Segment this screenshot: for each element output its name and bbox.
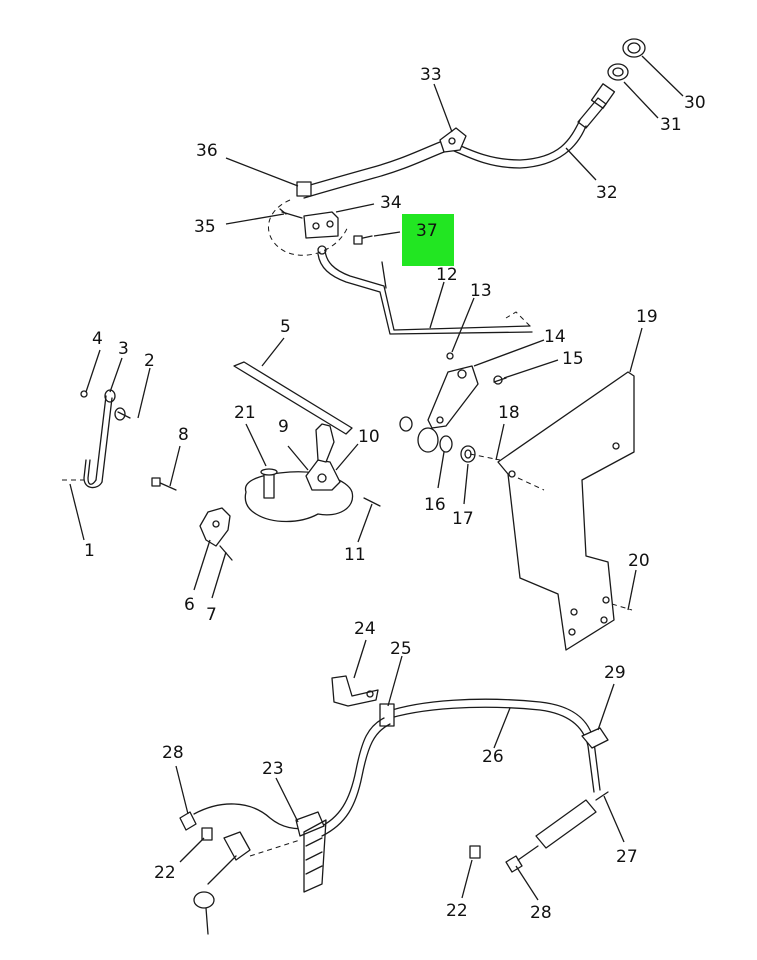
callout-label: 24: [354, 619, 376, 639]
throttle-cable-assembly: [268, 38, 646, 335]
callout-label: 19: [636, 307, 658, 327]
callout-label: 28: [530, 903, 552, 923]
callout-label: 36: [196, 141, 218, 161]
callout-label: 33: [420, 65, 442, 85]
highlighted-callout-37[interactable]: 37: [402, 214, 454, 266]
callout-label: 1: [84, 541, 95, 561]
callout-label: 16: [424, 495, 446, 515]
callout-label: 7: [206, 605, 217, 625]
callout-label: 23: [262, 759, 284, 779]
callout-label: 14: [544, 327, 566, 347]
callout-label: 21: [234, 403, 256, 423]
callout-label: 3: [118, 339, 129, 359]
callout-label: 34: [380, 193, 402, 213]
highlight-box: [402, 214, 454, 266]
callout-label: 26: [482, 747, 504, 767]
callout-label: 12: [436, 265, 458, 285]
callout-label: 6: [184, 595, 195, 615]
callout-label: 35: [194, 217, 216, 237]
callout-label: 13: [470, 281, 492, 301]
callout-label: 20: [628, 551, 650, 571]
callout-label: 32: [596, 183, 618, 203]
callout-labels: 1 2 3 4 5 6 7 8 9 10 11 12 13 14 15 16 1…: [84, 65, 706, 923]
callout-label: 9: [278, 417, 289, 437]
callout-label: 4: [92, 329, 103, 349]
link-rod-assembly: [62, 389, 131, 489]
pedal-assembly: [151, 361, 381, 561]
callout-label: 2: [144, 351, 155, 371]
lever-assembly: [399, 352, 507, 463]
mounting-bracket: [497, 371, 635, 651]
callout-label: 31: [660, 115, 682, 135]
callout-label: 29: [604, 663, 626, 683]
callout-label: 15: [562, 349, 584, 369]
callout-label-37: 37: [416, 221, 438, 241]
lower-cable-assembly: [179, 675, 609, 935]
callout-label: 17: [452, 509, 474, 529]
callout-label: 30: [684, 93, 706, 113]
callout-label: 18: [498, 403, 520, 423]
leader-lines: [69, 55, 684, 901]
callout-label: 22: [154, 863, 176, 883]
callout-label: 5: [280, 317, 291, 337]
callout-label: 25: [390, 639, 412, 659]
callout-label: 22: [446, 901, 468, 921]
callout-label: 8: [178, 425, 189, 445]
callout-label: 28: [162, 743, 184, 763]
callout-label: 27: [616, 847, 638, 867]
callout-label: 11: [344, 545, 366, 565]
callout-label: 10: [358, 427, 380, 447]
